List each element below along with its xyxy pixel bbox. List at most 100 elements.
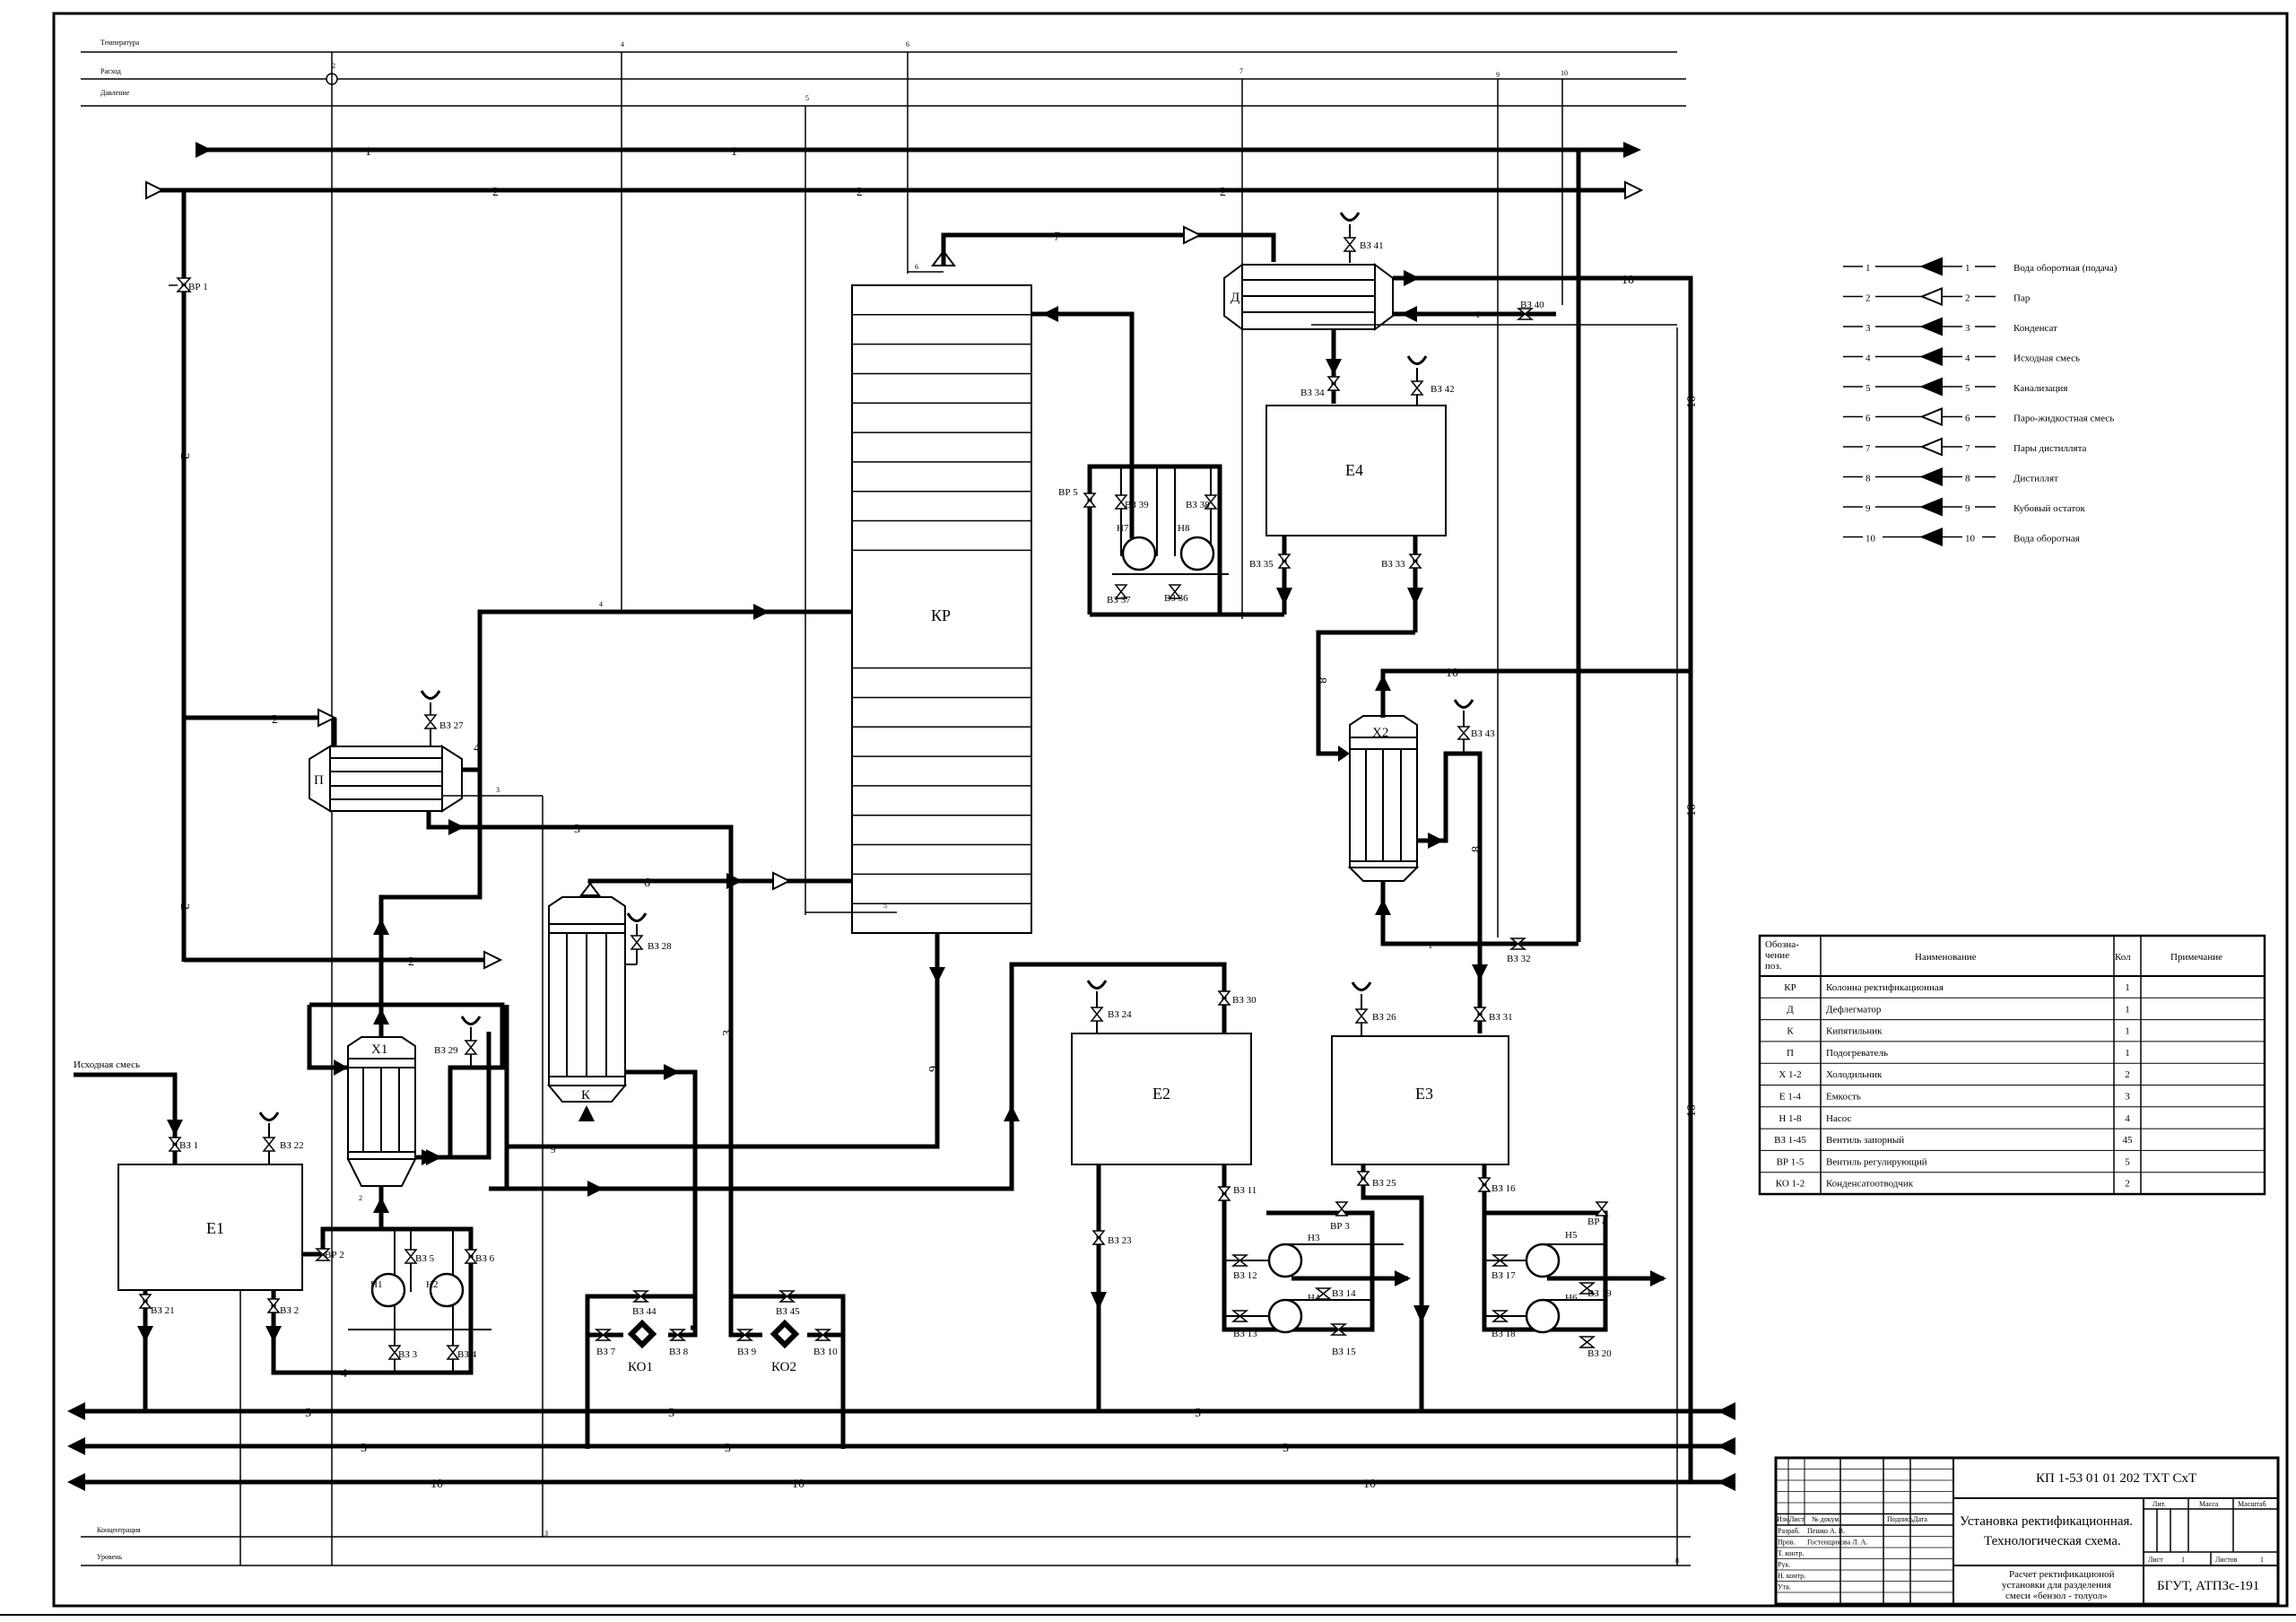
column-kr: КР 5 6 xyxy=(805,249,1032,934)
svg-text:2: 2 xyxy=(359,1194,362,1202)
pump-h3-label: Н3 xyxy=(1308,1233,1320,1243)
legend-label: Конденсат xyxy=(2013,323,2057,334)
svg-text:2: 2 xyxy=(1220,186,1226,199)
valve-vz42[interactable]: ВЗ 42 xyxy=(1406,355,1455,406)
svg-text:ВЗ 43: ВЗ 43 xyxy=(1471,728,1495,739)
svg-text:4: 4 xyxy=(341,1367,347,1381)
svg-text:Дефлегматор: Дефлегматор xyxy=(1826,1004,1882,1015)
instr-num-9: 9 xyxy=(1496,71,1500,79)
svg-text:ВЗ 22: ВЗ 22 xyxy=(280,1140,304,1151)
valve-vz40[interactable]: ВЗ 40 xyxy=(1516,300,1544,320)
svg-text:9: 9 xyxy=(927,1066,941,1072)
svg-text:5: 5 xyxy=(1195,1407,1201,1420)
trap-ko2: ВЗ 45 ВЗ 9 ВЗ 10 КО2 xyxy=(728,1153,846,1449)
boiler-k-label: К xyxy=(581,1088,591,1103)
instr-num-3: 3 xyxy=(544,1530,548,1538)
instr-num-2: 2 xyxy=(332,62,335,70)
svg-text:К: К xyxy=(1787,1026,1794,1037)
svg-text:ВЗ 36: ВЗ 36 xyxy=(1164,593,1188,604)
doc-desc-1: Расчет ректификационой xyxy=(2009,1569,2115,1580)
label-pressure: Давление xyxy=(100,89,130,97)
valve-vz28[interactable]: ВЗ 28 xyxy=(625,912,672,965)
svg-text:КР: КР xyxy=(1784,982,1796,993)
legend-label: Паро-жидкостная смесь xyxy=(2013,414,2114,424)
legend-code: 7 xyxy=(1965,443,1970,454)
svg-text:10: 10 xyxy=(1685,1104,1699,1117)
svg-text:4: 4 xyxy=(474,742,480,755)
svg-text:Холодильник: Холодильник xyxy=(1826,1069,1883,1080)
svg-text:10: 10 xyxy=(1363,1478,1376,1491)
svg-text:Листов: Листов xyxy=(2215,1556,2238,1564)
boiler-k: К 6 xyxy=(546,871,852,1103)
legend-code: 2 xyxy=(1866,293,1871,304)
valve-vz29[interactable]: ВЗ 29 xyxy=(434,1016,482,1068)
svg-text:ВЗ 14: ВЗ 14 xyxy=(1332,1288,1356,1299)
pump-h2-label: Н2 xyxy=(426,1279,438,1290)
valve-vz31[interactable]: ВЗ 31 xyxy=(1473,1007,1513,1023)
valve-vr1[interactable]: ВР 1 xyxy=(169,277,208,292)
valve-vz27[interactable]: ВЗ 27 xyxy=(420,690,464,746)
svg-text:1: 1 xyxy=(2181,1556,2185,1564)
legend-arrow-icon xyxy=(1919,407,1943,426)
svg-text:1: 1 xyxy=(731,145,737,159)
svg-text:ВР 1: ВР 1 xyxy=(188,282,208,292)
svg-text:10: 10 xyxy=(792,1478,804,1491)
svg-text:8: 8 xyxy=(1470,846,1483,852)
svg-text:ВЗ 27: ВЗ 27 xyxy=(439,720,464,731)
tank-e2-label: Е2 xyxy=(1152,1085,1170,1103)
legend-code: 5 xyxy=(1866,383,1871,394)
valve-vz43[interactable]: ВЗ 43 xyxy=(1453,699,1495,754)
vapour-line-7: 7 xyxy=(941,225,1276,266)
tank-e4-label: Е4 xyxy=(1345,461,1363,479)
heater-to-x1: 3 3 xyxy=(373,770,735,1153)
doc-name-1: Установка ректификационная. xyxy=(1960,1514,2133,1529)
valve-vz41[interactable]: ВЗ 41 xyxy=(1339,212,1384,263)
svg-text:ВЗ 2: ВЗ 2 xyxy=(280,1305,299,1316)
legend-code: 9 xyxy=(1866,503,1871,514)
valve-vz32[interactable]: ВЗ 32 xyxy=(1507,937,1531,964)
title-col-label: № докум. xyxy=(1812,1515,1840,1523)
doc-code: КП 1-53 01 01 202 ТХТ СхТ xyxy=(2036,1471,2196,1486)
svg-text:5: 5 xyxy=(2125,1156,2130,1167)
svg-text:1: 1 xyxy=(2125,982,2130,993)
svg-text:1: 1 xyxy=(2125,1004,2130,1015)
spec-header-qty: Кол xyxy=(2115,952,2131,963)
svg-text:3: 3 xyxy=(361,1442,367,1455)
valve-vz30[interactable]: ВЗ 30 xyxy=(1004,962,1257,1153)
spec-header-designation: чение xyxy=(1765,950,1789,961)
svg-text:2: 2 xyxy=(2125,1179,2130,1190)
svg-text:ВР 2: ВР 2 xyxy=(325,1250,344,1260)
title-col-label: Изм. xyxy=(1777,1515,1791,1523)
svg-text:Д: Д xyxy=(1787,1004,1794,1015)
legend-code: 7 xyxy=(1866,443,1871,454)
svg-text:10: 10 xyxy=(1685,396,1699,408)
e3-outlet-left: ВЗ 25 xyxy=(1356,1164,1430,1410)
svg-text:1: 1 xyxy=(1475,310,1481,320)
valve-vz22[interactable]: ВЗ 22 xyxy=(258,1112,304,1164)
svg-text:ВЗ 23: ВЗ 23 xyxy=(1108,1235,1132,1246)
legend-arrow-icon xyxy=(1919,528,1943,546)
title-col-label: Лист xyxy=(1789,1515,1805,1523)
dephlegmator-label: Д xyxy=(1231,291,1239,305)
valve-vz24[interactable]: ВЗ 24 xyxy=(1086,980,1132,1033)
valve-vz26[interactable]: ВЗ 26 xyxy=(1351,981,1396,1036)
legend-code: 1 xyxy=(1965,263,1970,274)
tank-e3-label: Е3 xyxy=(1415,1085,1433,1103)
header-line-10: 10 10 10 xyxy=(67,1473,1735,1491)
svg-text:ВЗ 15: ВЗ 15 xyxy=(1332,1347,1356,1357)
svg-text:ВЗ 25: ВЗ 25 xyxy=(1372,1178,1396,1189)
title-role: Н. контр. xyxy=(1778,1572,1805,1580)
svg-text:9: 9 xyxy=(551,1145,556,1155)
